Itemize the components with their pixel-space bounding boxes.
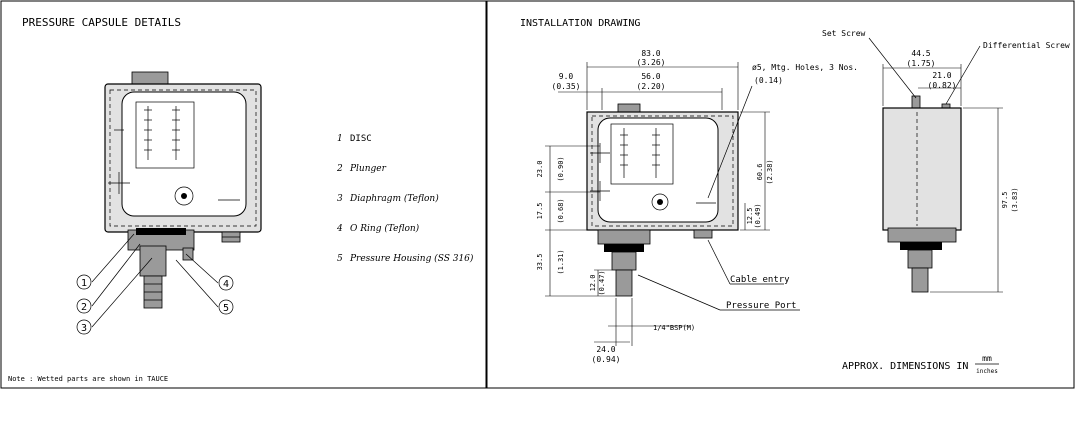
- dim-left-offset-mm: 9.0: [559, 72, 574, 81]
- dim-hole-spacing-in: (2.20): [637, 82, 666, 91]
- dim-side-depth-in: (1.75): [907, 59, 936, 68]
- pressure-port-label: Pressure Port: [726, 301, 796, 311]
- dim-lower-vert-mm: 17.5: [536, 203, 544, 220]
- callout-5: 5: [223, 303, 229, 314]
- callout-4: 4: [223, 279, 229, 290]
- mtg-holes-inch-label: (0.14): [754, 76, 783, 85]
- differential-screw-label: Differential Screw: [983, 41, 1070, 50]
- callout-2: 2: [81, 302, 87, 313]
- units-note-prefix: APPROX. DIMENSIONS IN: [842, 361, 968, 372]
- cable-entry-label: Cable entry: [730, 275, 790, 285]
- right-panel-frame: [486, 0, 1075, 389]
- dim-total-height-mm: 97.5: [1001, 192, 1009, 209]
- part-1-number: 1: [337, 134, 343, 144]
- capsule-cross-section: [127, 228, 195, 309]
- dim-hex-height-mm: 12.0: [589, 275, 597, 292]
- dimension-texts: 83.0 (3.26) 56.0 (2.20) 9.0 (0.35) 44.5 …: [536, 49, 1019, 364]
- left-panel-frame: [0, 0, 487, 389]
- dim-hole-spacing-mm: 56.0: [641, 72, 660, 81]
- dim-screw-offset-in: (0.82): [928, 81, 957, 90]
- capsule-switch-front-view: [104, 71, 262, 243]
- right-panel-title: INSTALLATION DRAWING: [520, 18, 640, 29]
- installation-side-view: [882, 95, 962, 293]
- callout-leaders: [91, 233, 219, 328]
- wetted-parts-note: Note : Wetted parts are shown in TAUCE: [8, 375, 168, 383]
- part-2-number: 2: [336, 164, 343, 174]
- dim-lower-vert-in: (0.68): [557, 198, 565, 223]
- parts-legend: 1 DISC 2 Plunger 3 Diaphragm (Teflon) 4 …: [336, 134, 474, 264]
- part-3-number: 3: [337, 194, 343, 204]
- callout-1: 1: [81, 278, 87, 289]
- dim-left-offset-in: (0.35): [552, 82, 581, 91]
- dim-hex-height-in: (0.47): [598, 270, 606, 295]
- dim-body-height-in: (2.38): [766, 159, 774, 184]
- dim-overall-width-in: (3.26): [637, 58, 666, 67]
- dim-port-height-in: (1.31): [557, 249, 565, 274]
- dim-total-height-in: (3.83): [1011, 187, 1019, 212]
- dim-upper-vert-in: (0.90): [557, 156, 565, 181]
- callout-3: 3: [81, 323, 87, 334]
- annotation-leaders: [637, 37, 981, 311]
- mtg-holes-label: ø5, Mtg. Holes, 3 Nos.: [752, 63, 858, 72]
- installation-front-view: [586, 103, 739, 297]
- set-screw-label: Set Screw: [822, 29, 866, 38]
- part-4-label: O Ring (Teflon): [350, 223, 420, 234]
- dim-overall-width-mm: 83.0: [641, 49, 660, 58]
- dim-screw-offset-mm: 21.0: [932, 71, 951, 80]
- part-3-label: Diaphragm (Teflon): [349, 193, 439, 204]
- part-2-label: Plunger: [349, 164, 387, 174]
- thread-spec-label: 1/4"BSP(M): [653, 324, 695, 332]
- part-4-number: 4: [336, 224, 343, 234]
- part-5-number: 5: [337, 254, 343, 264]
- dim-side-depth-mm: 44.5: [911, 49, 930, 58]
- dim-mtg-height-in: (0.49): [754, 203, 762, 228]
- dim-hex-width-mm: 24.0: [596, 345, 615, 354]
- part-1-label: DISC: [350, 134, 372, 144]
- dim-upper-vert-mm: 23.0: [536, 161, 544, 178]
- callout-bubbles: 1 2 3 4 5: [76, 274, 234, 335]
- dim-hex-width-in: (0.94): [592, 355, 621, 364]
- units-note-denominator: inches: [976, 368, 998, 375]
- dim-mtg-height-mm: 12.5: [746, 208, 754, 225]
- units-note-numerator: mm: [982, 354, 992, 363]
- dimension-lines: [545, 62, 1003, 346]
- part-5-label: Pressure Housing (SS 316): [349, 253, 474, 264]
- dim-port-height-mm: 33.5: [536, 254, 544, 271]
- dim-body-height-mm: 60.6: [756, 164, 764, 181]
- left-panel-title: PRESSURE CAPSULE DETAILS: [22, 16, 181, 29]
